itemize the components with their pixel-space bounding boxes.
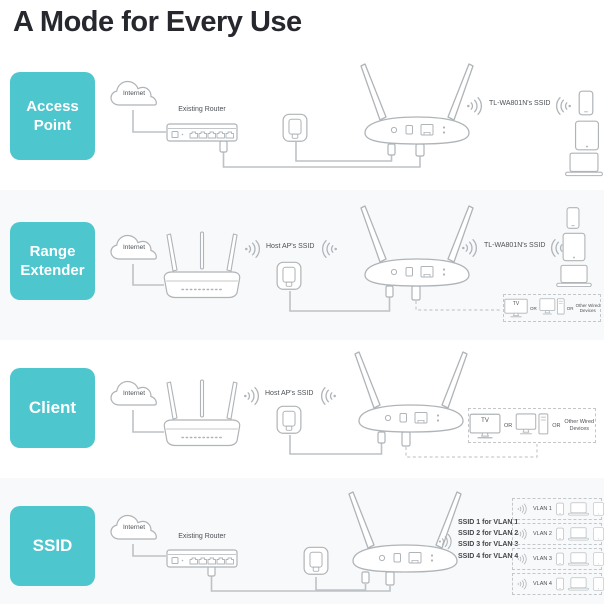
existing-router-label: Existing Router (178, 106, 226, 113)
phone-icon (578, 90, 594, 116)
wifi-signal-icon (438, 533, 455, 550)
wired-devices-group: TV OR OR Other Wired Devices (503, 294, 601, 322)
cable-lines (132, 410, 538, 458)
host-ssid-label: Host AP's SSID (266, 243, 315, 250)
mode-row-client: Client Internet Host AP's SSID TV OR OR … (0, 340, 604, 478)
wifi-signal-icon (466, 96, 486, 116)
or-label: OR (552, 422, 561, 429)
or-label: OR (530, 305, 537, 311)
ssid-line: SSID 1 for VLAN 1 (458, 519, 519, 526)
tablet-icon (574, 120, 600, 151)
desktop-pc-icon (515, 412, 549, 434)
existing-router-icon (166, 544, 238, 570)
ssid-vlan-list: SSID 1 for VLAN 1 SSID 2 for VLAN 2 SSID… (458, 517, 518, 562)
laptop-icon (556, 264, 592, 288)
phone-icon (556, 527, 564, 541)
wifi-signal-icon (517, 528, 527, 540)
vlan-label: VLAN 2 (533, 531, 552, 537)
mode-badge-access-point: Access Point (10, 72, 95, 160)
or-label: OR (504, 422, 513, 429)
mode-label: Client (28, 397, 77, 417)
mode-row-access-point: Access Point Internet Existing Router TL… (0, 60, 604, 190)
phone-icon (556, 502, 564, 516)
tablet-icon (593, 552, 604, 566)
device-ssid-label: TL-WA801N's SSID (489, 100, 551, 107)
existing-router-label: Existing Router (178, 533, 226, 540)
vlan-label: VLAN 3 (533, 556, 552, 562)
mode-label: Range Extender (20, 242, 85, 280)
tv-icon: TV (504, 298, 528, 318)
power-outlet-icon (276, 405, 302, 437)
internet-label: Internet (122, 244, 146, 251)
phone-icon (566, 206, 580, 230)
tv-icon: TV (469, 413, 501, 439)
wired-devices-group: TV OR OR Other Wired Devices (468, 408, 596, 443)
vlan-group-2: VLAN 2 (512, 523, 604, 545)
laptop-icon (564, 152, 604, 177)
vlan-group-4: VLAN 4 (512, 573, 604, 595)
existing-router-icon (166, 118, 238, 144)
vlan-label: VLAN 1 (533, 506, 552, 512)
internet-label: Internet (122, 524, 146, 531)
internet-label: Internet (122, 90, 146, 97)
cable-lines (132, 544, 395, 592)
wifi-signal-icon (244, 239, 264, 259)
power-outlet-icon (303, 546, 329, 578)
tv-label: TV (481, 417, 489, 424)
mode-label: SSID (32, 535, 73, 555)
cable-lines (132, 264, 502, 312)
power-outlet-icon (282, 113, 308, 145)
power-outlet-icon (276, 261, 302, 293)
device-ssid-label: TL-WA801N's SSID (484, 242, 546, 249)
wifi-signal-icon (461, 238, 481, 258)
mode-badge-range-extender: Range Extender (10, 222, 95, 300)
mode-badge-ssid: SSID (10, 506, 95, 586)
host-ssid-label: Host AP's SSID (265, 390, 314, 397)
other-wired-devices-label: Other Wired Devices (575, 302, 600, 313)
ssid-line: SSID 3 for VLAN 3 (458, 541, 519, 549)
mode-row-range-extender: Range Extender Internet Host AP's SSID T… (0, 190, 604, 340)
wifi-signal-icon (318, 239, 338, 259)
wifi-signal-icon (517, 503, 527, 515)
host-router-icon (162, 230, 242, 300)
laptop-icon (568, 527, 589, 541)
page-title: A Mode for Every Use (13, 6, 302, 38)
vlan-group-3: VLAN 3 (512, 548, 604, 570)
vlan-label: VLAN 4 (533, 581, 552, 587)
tablet-icon (593, 527, 604, 541)
internet-label: Internet (122, 390, 146, 397)
phone-icon (556, 552, 564, 566)
vlan-group-1: VLAN 1 (512, 498, 604, 520)
laptop-icon (568, 502, 589, 516)
host-router-icon (162, 378, 242, 448)
client-device-icon (346, 348, 476, 440)
desktop-pc-icon (539, 298, 565, 315)
mode-label: Access Point (26, 97, 79, 135)
tv-label: TV (512, 301, 520, 307)
or-label: OR (566, 305, 574, 311)
phone-icon (556, 577, 564, 591)
access-point-device-icon (352, 60, 482, 152)
cable-lines (132, 110, 425, 168)
wifi-signal-icon (243, 386, 263, 406)
tablet-icon (562, 232, 586, 262)
wifi-signal-icon (517, 553, 527, 565)
ssid-line: SSID 2 for VLAN 2 (458, 530, 519, 538)
mode-badge-client: Client (10, 368, 95, 448)
wifi-signal-icon (317, 386, 337, 406)
ssid-line: SSID 4 for VLAN 4 (458, 552, 519, 560)
tablet-icon (593, 502, 604, 516)
mode-row-ssid: SSID Internet Existing Router SSID 1 for… (0, 478, 604, 604)
wifi-signal-icon (517, 578, 527, 590)
tablet-icon (593, 577, 604, 591)
laptop-icon (568, 552, 589, 566)
laptop-icon (568, 577, 589, 591)
wifi-signal-icon (552, 96, 572, 116)
other-wired-devices-label: Other Wired Devices (564, 418, 595, 432)
